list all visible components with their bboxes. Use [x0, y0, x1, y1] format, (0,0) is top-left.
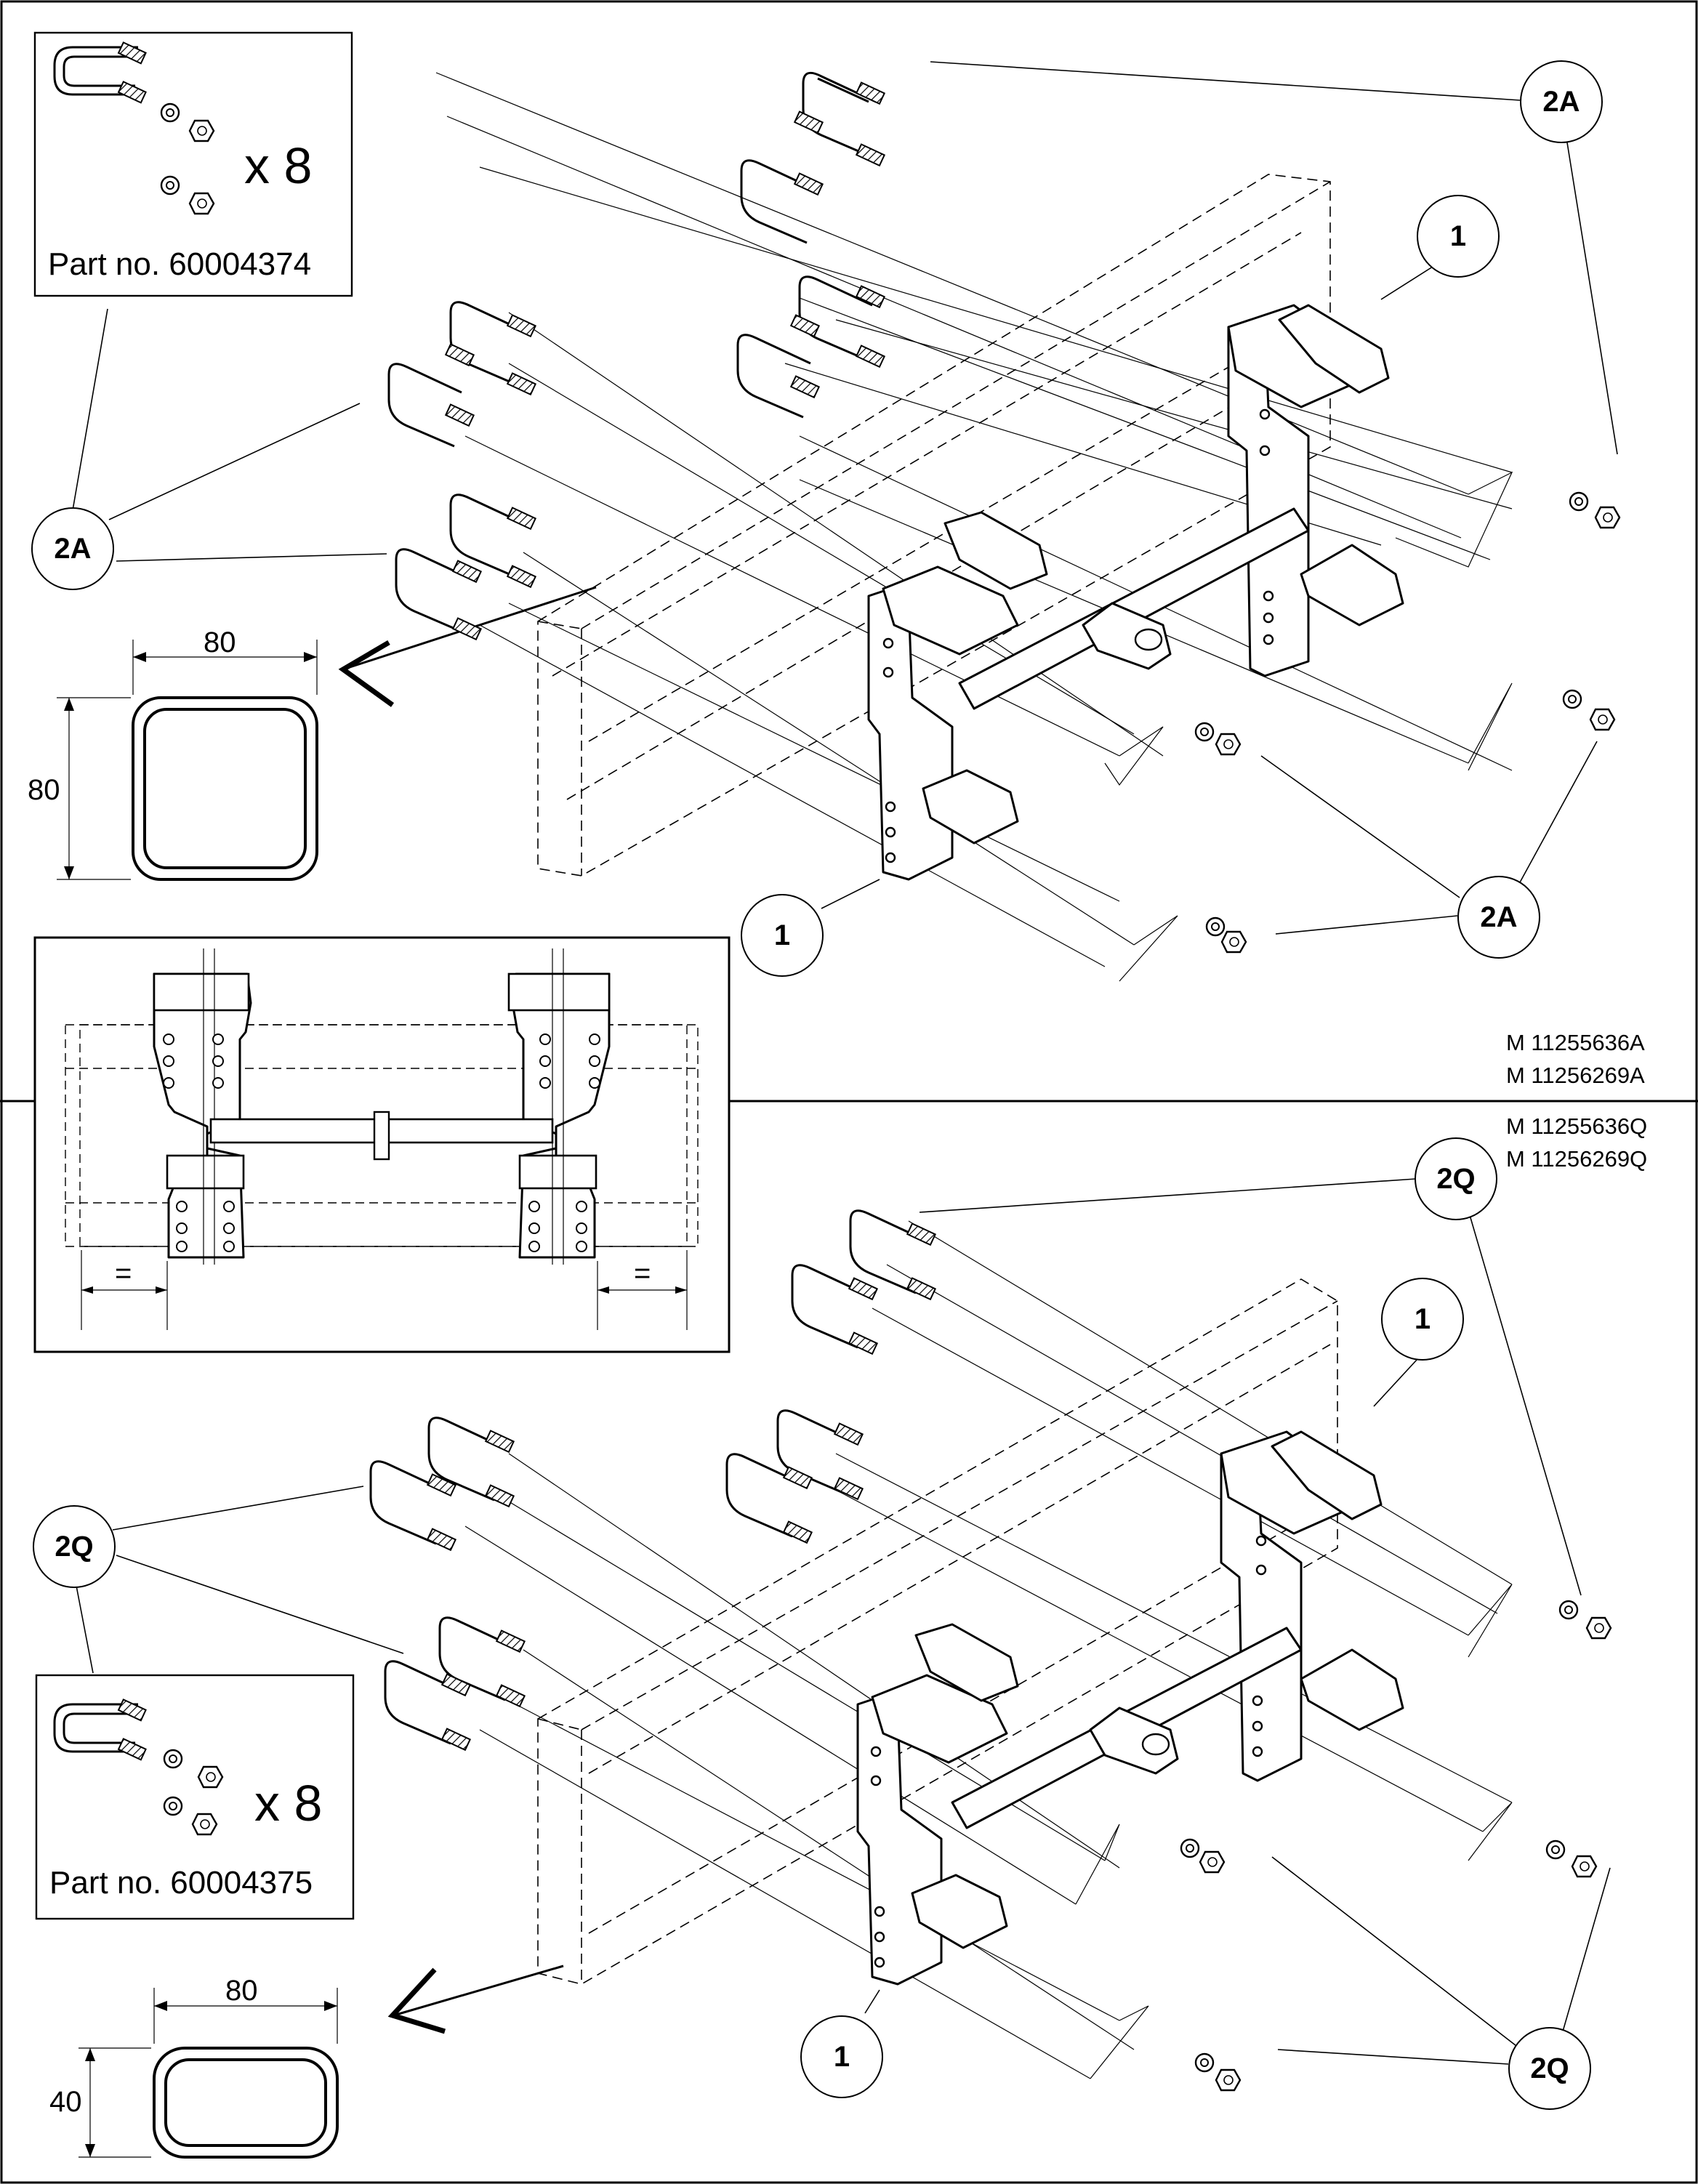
inset-bracket-right — [507, 948, 611, 1265]
svg-text:1: 1 — [1415, 1303, 1431, 1335]
bottom-cross-bar — [951, 1627, 1303, 1829]
callout-2A-top-right: 2A — [930, 60, 1618, 455]
tube-height-dim: 80 — [28, 774, 60, 806]
bottom-ubolt-set-3 — [369, 1417, 515, 1552]
section-arrow — [387, 1965, 564, 2034]
top-cross-bar — [958, 507, 1310, 710]
callout-2Q-bottom-right-low: 2Q — [1271, 1856, 1611, 2110]
top-ubolt-set-3 — [387, 301, 537, 448]
model-number: M 11255636Q — [1506, 1113, 1647, 1139]
kit-washer-icon — [163, 1749, 183, 1769]
kit-part-number: Part no. 60004375 — [49, 1865, 313, 1901]
svg-text:2A: 2A — [1480, 901, 1517, 933]
kit-quantity: x 8 — [244, 137, 312, 194]
top-tube-section: 80 80 — [28, 626, 318, 881]
svg-text:1: 1 — [834, 2041, 850, 2073]
inset-equal-left: = — [115, 1257, 132, 1289]
top-ubolt-set-4 — [395, 493, 537, 641]
callout-1-top-left: 1 — [741, 879, 880, 977]
bottom-ubolt-guides — [464, 1220, 1513, 2079]
model-number: M 11255636A — [1506, 1030, 1645, 1055]
svg-text:2Q: 2Q — [1530, 2052, 1569, 2084]
kit-ubolt-icon — [53, 1699, 147, 1761]
callout-1-bottom-right: 1 — [1373, 1278, 1464, 1407]
model-number: M 11256269Q — [1506, 1146, 1647, 1172]
inset-front-view: = = — [33, 936, 731, 1353]
kit-part-number: Part no. 60004374 — [48, 246, 311, 282]
kit-washer-icon — [163, 1796, 183, 1816]
section-arrow — [338, 586, 597, 707]
kit-nut-icon — [188, 192, 215, 215]
bottom-ubolt-set-1 — [791, 1209, 937, 1355]
bottom-tube-section: 80 40 — [49, 1975, 339, 2159]
kit-quantity: x 8 — [254, 1775, 322, 1832]
bottom-section: M 11255636Q M 11256269Q — [33, 1113, 1647, 2159]
bottom-bracket-left — [856, 1623, 1019, 1986]
kit-washer-icon — [160, 175, 180, 196]
top-bracket-left — [867, 511, 1048, 881]
svg-text:2Q: 2Q — [1436, 1163, 1475, 1195]
top-kit-box: x 8 Part no. 60004374 — [33, 31, 353, 297]
top-bracket-right — [1227, 304, 1404, 677]
bottom-ubolt-set-4 — [384, 1616, 526, 1752]
callout-2A-top-bottom: 2A — [1260, 741, 1598, 959]
callout-1-bottom-left: 1 — [800, 1989, 883, 2098]
kit-nut-icon — [191, 1813, 218, 1836]
svg-text:1: 1 — [774, 919, 790, 951]
tube-width-dim: 80 — [204, 626, 236, 658]
svg-text:2A: 2A — [54, 533, 91, 565]
inset-equal-right: = — [634, 1257, 651, 1289]
inset-bracket-left — [153, 948, 252, 1265]
callout-2Q-bottom-right-top: 2Q — [919, 1137, 1582, 1596]
kit-nut-icon — [197, 1765, 224, 1789]
tube-height-dim: 40 — [49, 2086, 82, 2118]
bottom-bracket-right — [1220, 1430, 1404, 1782]
model-number: M 11256269A — [1506, 1063, 1645, 1088]
top-ubolt-set-1 — [740, 71, 886, 244]
callout-2A-top-left: 2A — [31, 308, 387, 590]
svg-text:1: 1 — [1450, 220, 1466, 252]
svg-text:2Q: 2Q — [55, 1531, 93, 1563]
callout-1-top-right: 1 — [1380, 195, 1500, 300]
tube-width-dim: 80 — [225, 1975, 258, 2007]
kit-washer-icon — [160, 102, 180, 123]
top-section: x 8 Part no. 60004374 80 80 — [28, 31, 1645, 1088]
kit-nut-icon — [188, 119, 215, 142]
svg-text:2A: 2A — [1542, 86, 1580, 118]
bottom-kit-box: x 8 Part no. 60004375 — [35, 1674, 355, 1920]
callout-2Q-bottom-left: 2Q — [33, 1486, 404, 1674]
top-ubolt-set-2 — [736, 275, 886, 419]
bottom-ubolt-set-2 — [725, 1409, 864, 1544]
inset-cross-bar — [209, 1111, 554, 1161]
kit-ubolt-icon — [53, 41, 147, 104]
